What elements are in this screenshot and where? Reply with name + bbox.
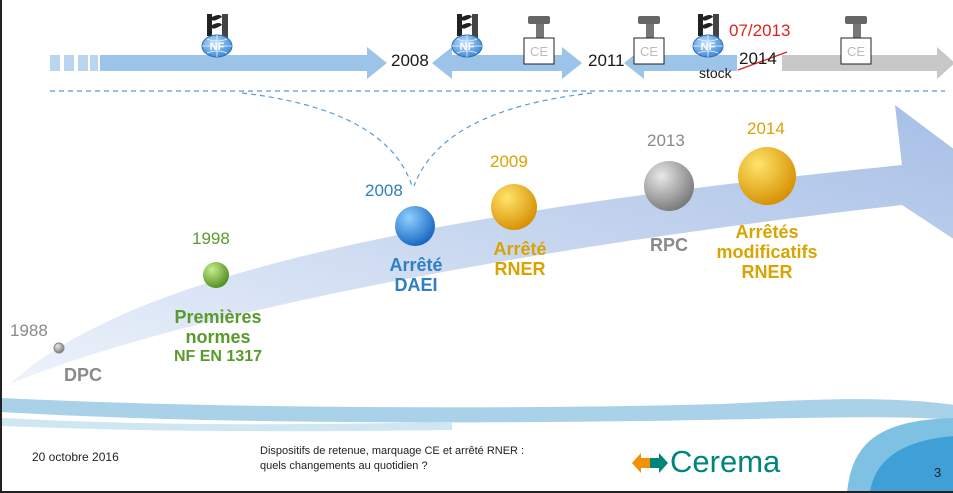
milestone-1998 <box>203 262 229 288</box>
footer-wave-light <box>2 418 452 432</box>
stock-label: stock <box>699 65 732 81</box>
label-arrete-rner: Arrêté RNER <box>478 239 562 280</box>
date-07-2013: 07/2013 <box>729 21 791 40</box>
nf-mark-icon <box>692 13 724 58</box>
label-line: DAEI <box>394 274 438 295</box>
ce-barrier-icon <box>633 15 665 65</box>
band-year-2008: 2008 <box>391 51 429 70</box>
footer-title-line: Dispositifs de retenue, marquage CE et a… <box>260 445 525 457</box>
band-dash <box>78 55 88 71</box>
year-2014: 2014 <box>747 119 785 138</box>
brand-name: Cerema <box>670 444 781 479</box>
label-line: Arrêtés <box>735 222 799 242</box>
band-arrow-right <box>100 47 387 79</box>
footer-wave <box>2 398 953 423</box>
strike-line <box>737 51 788 71</box>
dashed-curve-left <box>241 92 413 187</box>
dashed-curve-right <box>413 92 593 187</box>
band-dash <box>90 55 98 71</box>
label-line: Arrêté <box>389 255 443 275</box>
label-arrete-daei: Arrêté DAEI <box>374 255 458 296</box>
struck-year-2014: 2014 <box>739 49 777 68</box>
footer-title-line: quels changements au quotidien ? <box>260 459 428 472</box>
timeline-arrow <box>10 105 953 384</box>
milestone-2013 <box>644 161 694 211</box>
year-1988: 1988 <box>10 321 48 340</box>
footer-title: Dispositifs de retenue, marquage CE et a… <box>260 444 524 474</box>
label-arretes-modificatifs: Arrêtés modificatifs RNER <box>702 222 832 282</box>
label-line: normes <box>185 326 251 347</box>
label-line: Arrêté <box>493 239 547 259</box>
label-rpc: RPC <box>649 235 688 255</box>
label-line: Premières <box>174 307 262 327</box>
band-dash <box>50 55 60 71</box>
nf-mark-icon <box>201 13 233 58</box>
cerema-logo-icon <box>632 453 668 473</box>
milestone-2014 <box>738 147 796 205</box>
ce-barrier-icon <box>523 15 555 65</box>
label-line: NF EN 1317 <box>173 347 263 365</box>
corner-wave-dark <box>870 436 953 491</box>
label-line: RNER <box>741 261 793 282</box>
nf-mark-icon <box>451 13 483 58</box>
year-1998: 1998 <box>192 229 230 248</box>
label-dpc: DPC <box>64 365 103 385</box>
page-number: 3 <box>934 465 942 480</box>
year-2013: 2013 <box>647 131 685 150</box>
band-year-2011: 2011 <box>588 51 625 70</box>
footer-date: 20 octobre 2016 <box>32 450 119 464</box>
band-dash <box>64 55 74 71</box>
milestone-1988 <box>53 342 65 354</box>
ce-barrier-icon <box>840 15 872 65</box>
year-2008: 2008 <box>365 181 403 200</box>
label-line: RNER <box>494 258 546 279</box>
year-2009: 2009 <box>490 152 528 171</box>
milestone-2008 <box>395 206 435 246</box>
label-premieres: Premières normes NF EN 1317 <box>158 307 278 365</box>
label-line: modificatifs <box>716 241 818 262</box>
milestone-2009 <box>491 184 537 230</box>
